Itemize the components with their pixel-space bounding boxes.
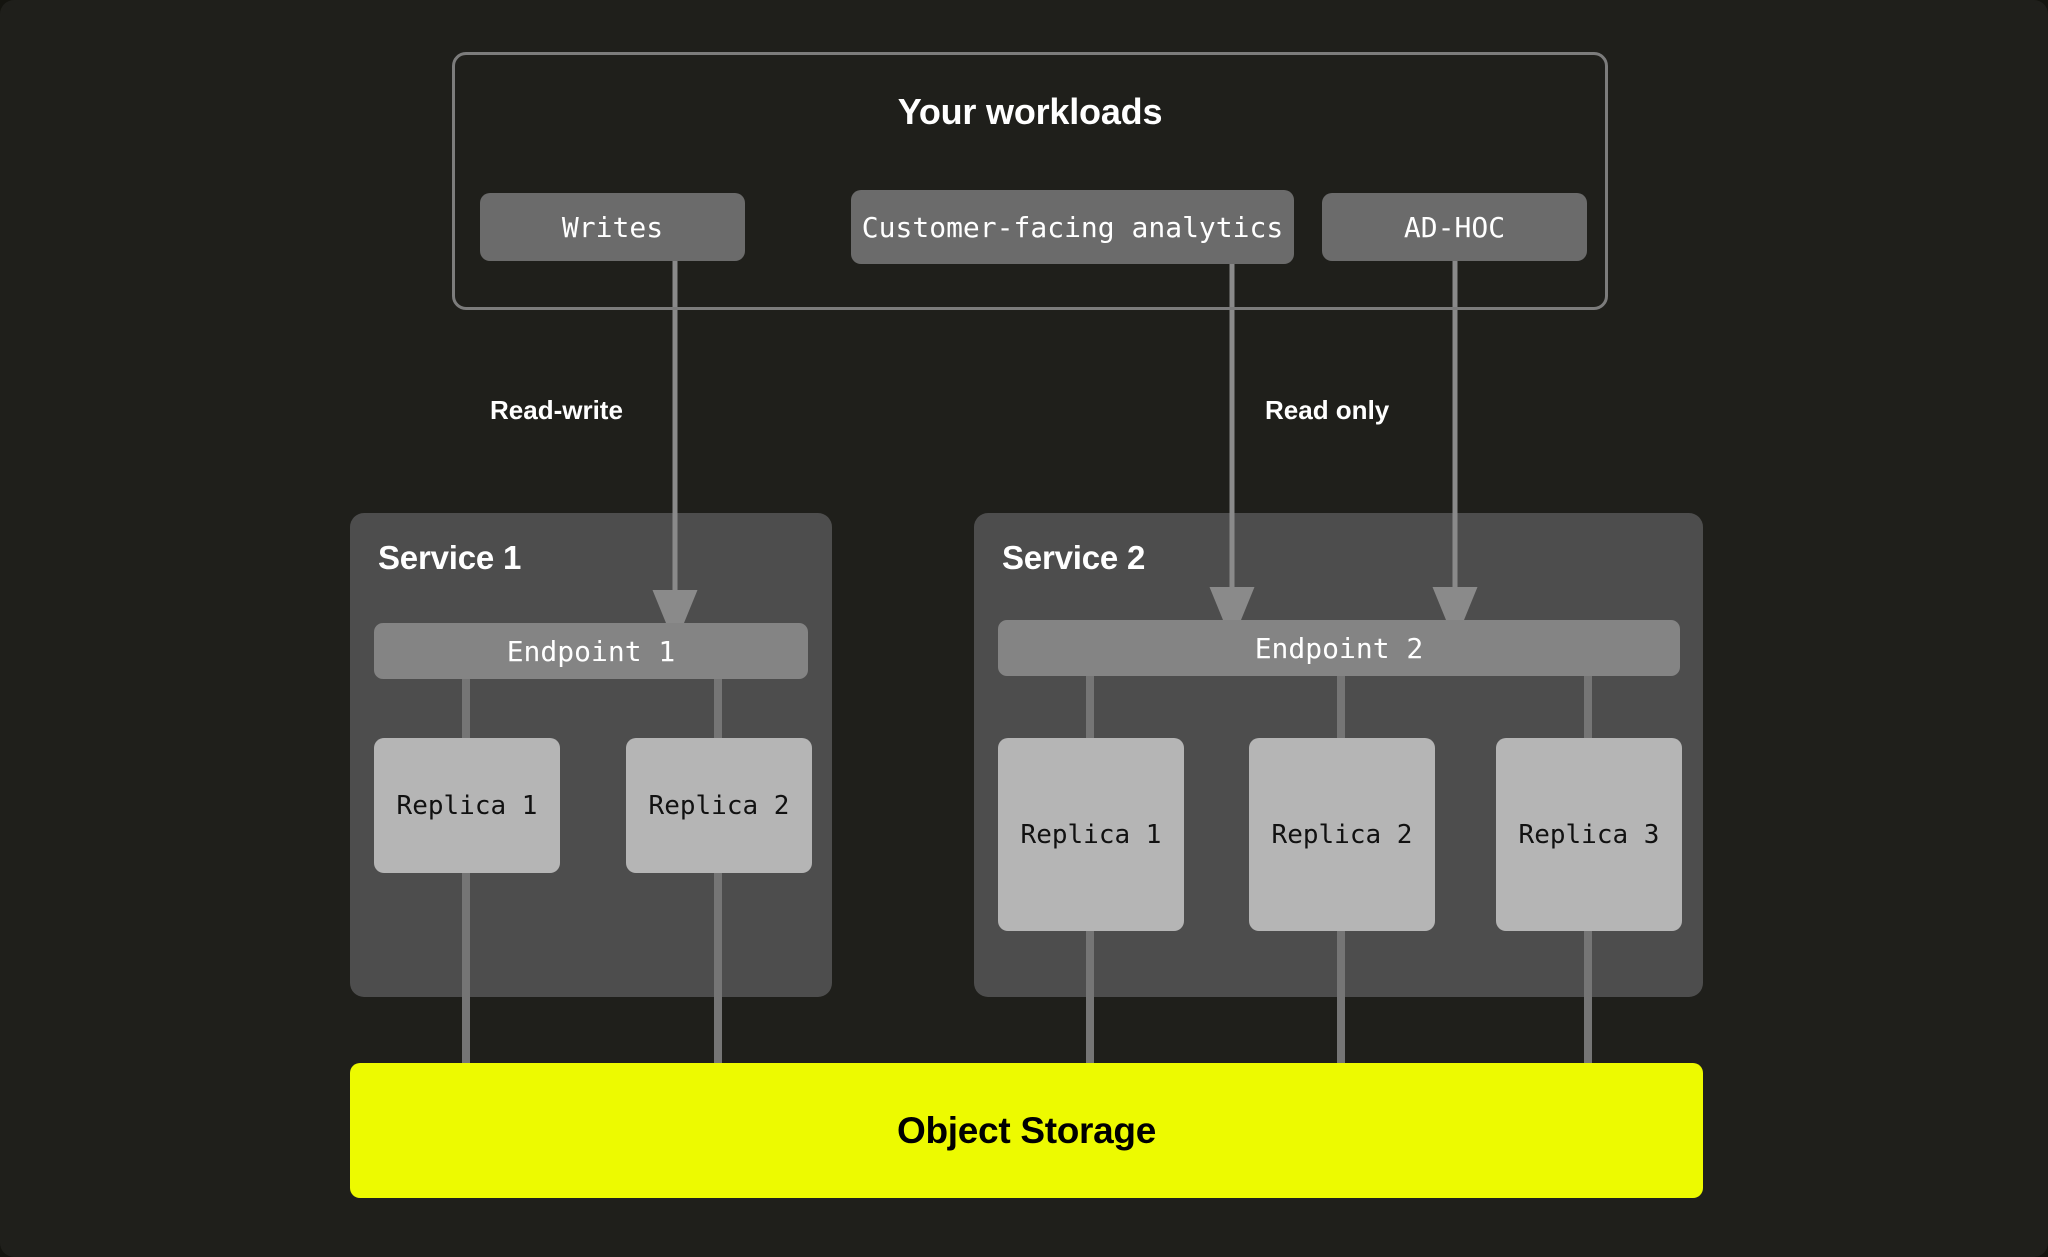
service-2-replica-1[interactable]: Replica 1 xyxy=(998,738,1184,931)
service-1-replica-1-label: Replica 1 xyxy=(396,790,538,821)
service-1-replica-1[interactable]: Replica 1 xyxy=(374,738,560,873)
endpoint-1[interactable]: Endpoint 1 xyxy=(374,623,808,679)
endpoint-1-label: Endpoint 1 xyxy=(506,634,676,668)
workload-box-writes-label: Writes xyxy=(561,210,664,244)
endpoint-2-label: Endpoint 2 xyxy=(1254,631,1424,665)
flow-label-read-write: Read-write xyxy=(490,395,623,425)
service-1-title: Service 1 xyxy=(378,539,522,576)
service-1-replica-2-label: Replica 2 xyxy=(648,790,790,821)
workloads-title: Your workloads xyxy=(897,91,1163,132)
workload-box-writes[interactable]: Writes xyxy=(480,193,745,261)
endpoint-2[interactable]: Endpoint 2 xyxy=(998,620,1680,676)
service-2-title: Service 2 xyxy=(1002,539,1146,576)
service-2-replica-2[interactable]: Replica 2 xyxy=(1249,738,1435,931)
workload-box-customer-facing-analytics[interactable]: Customer-facing analytics xyxy=(851,190,1294,264)
service-2-replica-1-label: Replica 1 xyxy=(1020,819,1162,850)
service-2-replica-3[interactable]: Replica 3 xyxy=(1496,738,1682,931)
object-storage-label: Object Storage xyxy=(897,1109,1156,1151)
workload-box-ad-hoc[interactable]: AD-HOC xyxy=(1322,193,1587,261)
workload-box-customer-facing-analytics-label: Customer-facing analytics xyxy=(861,210,1284,244)
service-2-replica-3-label: Replica 3 xyxy=(1518,819,1660,850)
workload-box-ad-hoc-label: AD-HOC xyxy=(1403,210,1506,244)
workloads-container: Your workloads xyxy=(452,52,1608,310)
flow-label-read-only: Read only xyxy=(1265,395,1390,425)
service-2-replica-2-label: Replica 2 xyxy=(1271,819,1413,850)
service-1-replica-2[interactable]: Replica 2 xyxy=(626,738,812,873)
object-storage-bar[interactable]: Object Storage xyxy=(350,1063,1703,1198)
